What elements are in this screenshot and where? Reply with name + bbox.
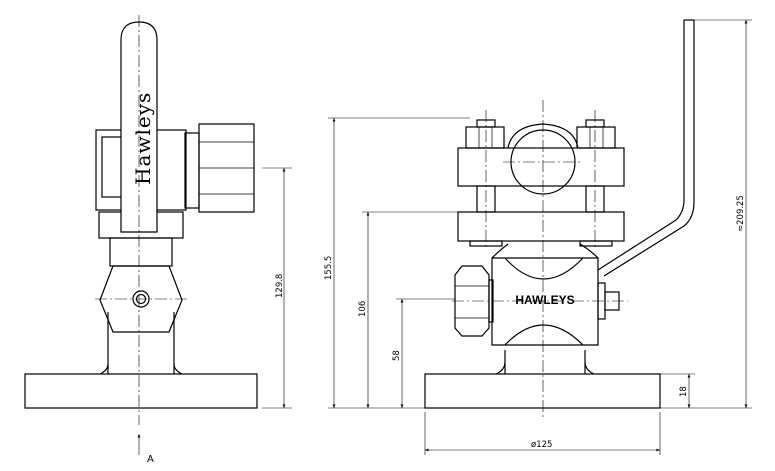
front-view: HAWLEYS — [324, 19, 752, 455]
dim-58: 58 — [392, 350, 402, 361]
front-body — [491, 257, 599, 346]
front-upper-flange — [457, 147, 625, 187]
nameplate-text: HAWLEYS — [515, 293, 574, 307]
front-base-plate — [424, 373, 661, 409]
dim-106: 106 — [358, 301, 368, 317]
dim-155-5: 155.5 — [324, 256, 334, 280]
front-lower-flange — [457, 211, 625, 242]
front-top-nut-left — [465, 126, 505, 149]
front-left-hex — [454, 265, 490, 337]
dim-209-25: ≈209.25 — [736, 195, 746, 232]
front-top-nut-right — [576, 126, 616, 149]
front-handle — [597, 20, 685, 271]
handle-brand-text: Hawleys — [131, 92, 155, 185]
dim-18: 18 — [679, 386, 689, 397]
dim-129-8: 129.8 — [275, 274, 285, 298]
view-label-a: A — [147, 454, 154, 465]
dim-diameter-125: ø125 — [531, 440, 552, 450]
side-stem — [107, 312, 175, 374]
side-view: Hawleys A 129.8 — [24, 15, 292, 465]
side-base-plate — [24, 373, 258, 409]
